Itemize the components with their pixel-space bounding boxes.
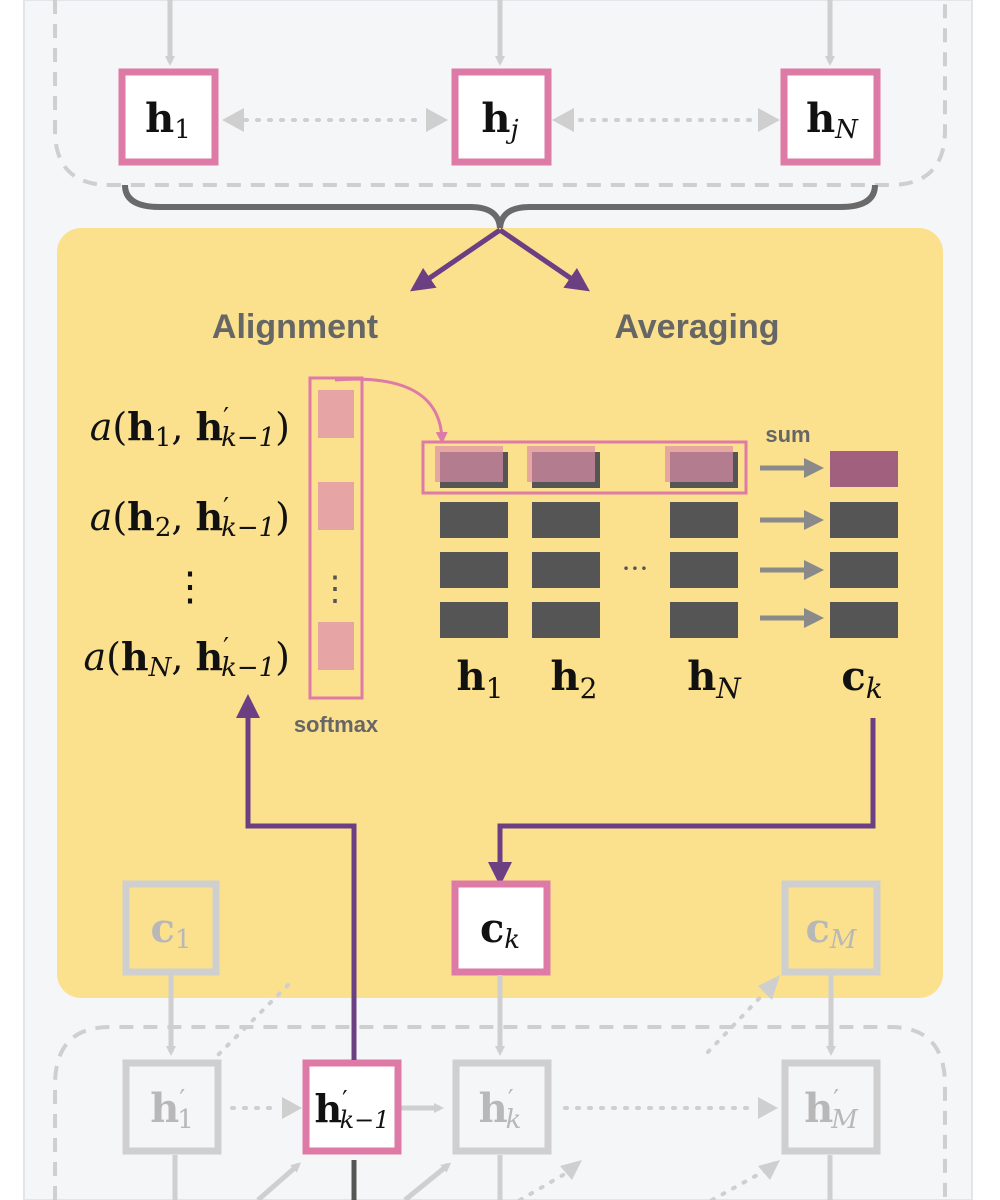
svg-text:ck: ck [480, 905, 520, 955]
decoder-diagonal-arrowheads [560, 975, 780, 1180]
weighted-cell [665, 446, 733, 482]
averaging-grid [440, 502, 738, 638]
alignment-row-2: a(h2, h′k−1) [90, 493, 290, 543]
decoder-box-hk [452, 1059, 552, 1155]
decoder-dotted-arrowheads [282, 1097, 778, 1119]
decoder-dotted-diagonals [213, 983, 774, 1200]
heading-averaging: Averaging [614, 308, 779, 346]
grid-cell [532, 602, 600, 638]
alignment-score-list: a(h1, h′k−1) a(h2, h′k−1) ⋮ a(hN, h′k−1) [83, 403, 290, 683]
weighted-row [435, 446, 738, 488]
encoder-box-hN [780, 68, 881, 166]
svg-text:hj: hj [481, 95, 518, 145]
svg-text:h′k: h′k [479, 1085, 522, 1135]
svg-text:h′1: h′1 [150, 1085, 194, 1135]
heading-alignment: Alignment [212, 308, 378, 346]
weighted-cell [527, 446, 595, 482]
output-cell [830, 602, 898, 638]
encoder-box-h1 [118, 68, 219, 166]
decoder-lower-lines [172, 1155, 833, 1200]
decoder-box-hM [781, 1059, 881, 1155]
encoder-label-hj: h [481, 95, 510, 142]
weighted-cell [435, 446, 503, 482]
output-cell [830, 552, 898, 588]
softmax-weight-1 [318, 390, 354, 438]
decoder-box-hk-1 [302, 1059, 402, 1155]
encoder-sub-h1: 1 [174, 115, 191, 145]
sum-label: sum [765, 422, 810, 447]
svg-text:h1: h1 [145, 95, 191, 145]
grid-cell [532, 552, 600, 588]
svg-text:h′M: h′M [804, 1085, 859, 1135]
averaging-label-h1: h1 [457, 653, 504, 705]
brace-split-arrows [410, 227, 590, 292]
context-label-ck: c [480, 905, 504, 952]
grid-cell [440, 602, 508, 638]
context-box-ck [451, 880, 551, 976]
weighted-row-frame [421, 440, 748, 495]
decoder-label-hM: h [804, 1085, 833, 1132]
encoder-sub-hN: N [834, 115, 859, 145]
averaging-label-h2: h2 [551, 653, 598, 705]
averaging-hdots: ··· [622, 552, 649, 585]
softmax-weights [318, 390, 354, 670]
context-box-c1 [122, 880, 220, 976]
encoder-label-h1: h [145, 95, 174, 142]
query-arrow [236, 694, 357, 1060]
svg-text:h′k−1: h′k−1 [314, 1086, 389, 1134]
grid-cell [670, 552, 738, 588]
decoder-label-hk: h [479, 1085, 508, 1132]
alignment-vdots: ⋮ [170, 564, 210, 610]
grid-cell [670, 602, 738, 638]
ck-routing-arrow [488, 718, 876, 886]
averaging-label-hN: hN [687, 653, 742, 705]
softmax-to-weights-arrow [334, 377, 448, 444]
softmax-frame [308, 376, 364, 700]
context-label-cM: c [806, 905, 830, 952]
encoder-box-hj [451, 68, 552, 166]
encoder-dashed-region [53, 0, 947, 187]
output-cell [830, 502, 898, 538]
grid-cell [532, 502, 600, 538]
softmax-weight-2 [318, 482, 354, 530]
averaging-label-ck: ck [841, 653, 882, 705]
encoder-label-hN: h [806, 95, 835, 142]
context-to-decoder-arrows [166, 975, 836, 1056]
grid-cell [440, 552, 508, 588]
grid-cell [670, 502, 738, 538]
decoder-label-hk-1: h [314, 1086, 342, 1131]
grid-cell [440, 502, 508, 538]
svg-text:c1: c1 [151, 905, 192, 955]
encoder-dotted-arrowheads [222, 108, 780, 132]
output-cell-weighted [830, 451, 898, 487]
softmax-label: softmax [294, 712, 379, 737]
svg-text:cM: cM [806, 905, 858, 955]
decoder-box-h1 [122, 1059, 222, 1155]
svg-text:hN: hN [806, 95, 859, 145]
context-label-c1: c [151, 905, 175, 952]
softmax-vdots: ⋮ [318, 569, 352, 609]
decoder-label-h1: h [150, 1085, 179, 1132]
sum-arrows [760, 458, 824, 628]
encoder-input-arrows [165, 0, 835, 66]
softmax-weight-N [318, 622, 354, 670]
alignment-row-3: a(hN, h′k−1) [83, 633, 290, 683]
context-box-cM [781, 880, 881, 976]
